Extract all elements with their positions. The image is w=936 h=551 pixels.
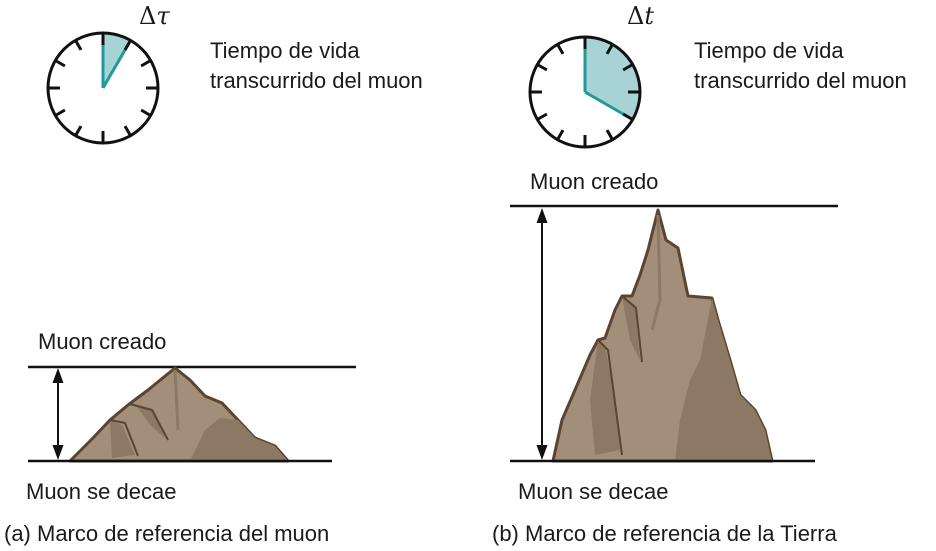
stopwatch-icon bbox=[46, 31, 160, 145]
lifetime-label-line2: transcurrido del muon bbox=[210, 68, 423, 93]
lifetime-label-line1: Tiempo de vida bbox=[694, 38, 844, 63]
delta-symbol: Δ bbox=[627, 2, 644, 30]
muon-created-label: Muon creado bbox=[38, 329, 166, 354]
lifetime-label-line2: transcurrido del muon bbox=[694, 68, 907, 93]
muon-decay-label: Muon se decae bbox=[26, 479, 176, 504]
panel-b: Δt Tiempo de vida transcurrido del muon … bbox=[492, 2, 907, 546]
double-arrow-icon bbox=[52, 368, 64, 460]
svg-text:Δt: Δt bbox=[627, 2, 654, 30]
panel-a: Δτ Tiempo de vida transcurrido del muon … bbox=[4, 2, 423, 546]
muon-decay-label: Muon se decae bbox=[518, 479, 668, 504]
muon-created-label: Muon creado bbox=[530, 169, 658, 194]
caption-b: (b) Marco de referencia de la Tierra bbox=[492, 521, 838, 546]
t-symbol: t bbox=[644, 2, 654, 30]
double-arrow-icon bbox=[536, 208, 548, 460]
mountain-illustration bbox=[551, 208, 774, 463]
lifetime-label-line1: Tiempo de vida bbox=[210, 38, 360, 63]
mountain-illustration bbox=[68, 366, 290, 463]
stopwatch-icon bbox=[528, 35, 642, 149]
svg-text:Δτ: Δτ bbox=[139, 2, 170, 30]
caption-a: (a) Marco de referencia del muon bbox=[4, 521, 329, 546]
tau-symbol: τ bbox=[156, 2, 170, 30]
delta-symbol: Δ bbox=[139, 2, 156, 30]
